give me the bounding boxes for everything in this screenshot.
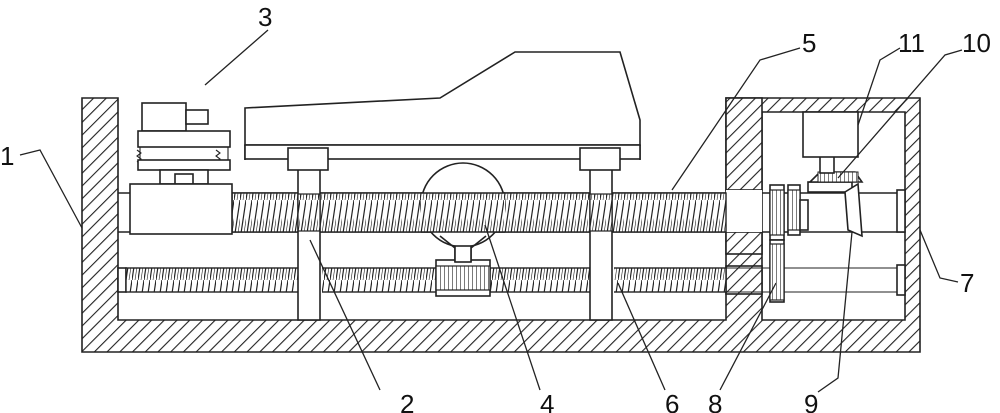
left-slider-assembly xyxy=(129,102,233,235)
bevel-gears xyxy=(807,154,864,238)
leader-lines xyxy=(19,29,963,393)
label-5: 5 xyxy=(802,28,816,58)
platform-seat xyxy=(244,51,641,171)
label-2: 2 xyxy=(400,389,414,413)
base-frame xyxy=(81,97,921,353)
label-11: 11 xyxy=(898,28,925,58)
drive-motor xyxy=(802,111,859,158)
upper-screw-rod xyxy=(118,189,906,233)
roller-wheel xyxy=(420,162,506,263)
lower-screw-rod xyxy=(117,259,906,297)
label-9: 9 xyxy=(804,389,818,413)
label-1: 1 xyxy=(0,141,14,171)
label-6: 6 xyxy=(665,389,679,413)
label-7: 7 xyxy=(960,268,974,298)
support-legs xyxy=(297,164,613,321)
label-10: 10 xyxy=(962,28,991,58)
label-8: 8 xyxy=(708,389,722,413)
label-3: 3 xyxy=(258,2,272,32)
label-4: 4 xyxy=(540,389,554,413)
